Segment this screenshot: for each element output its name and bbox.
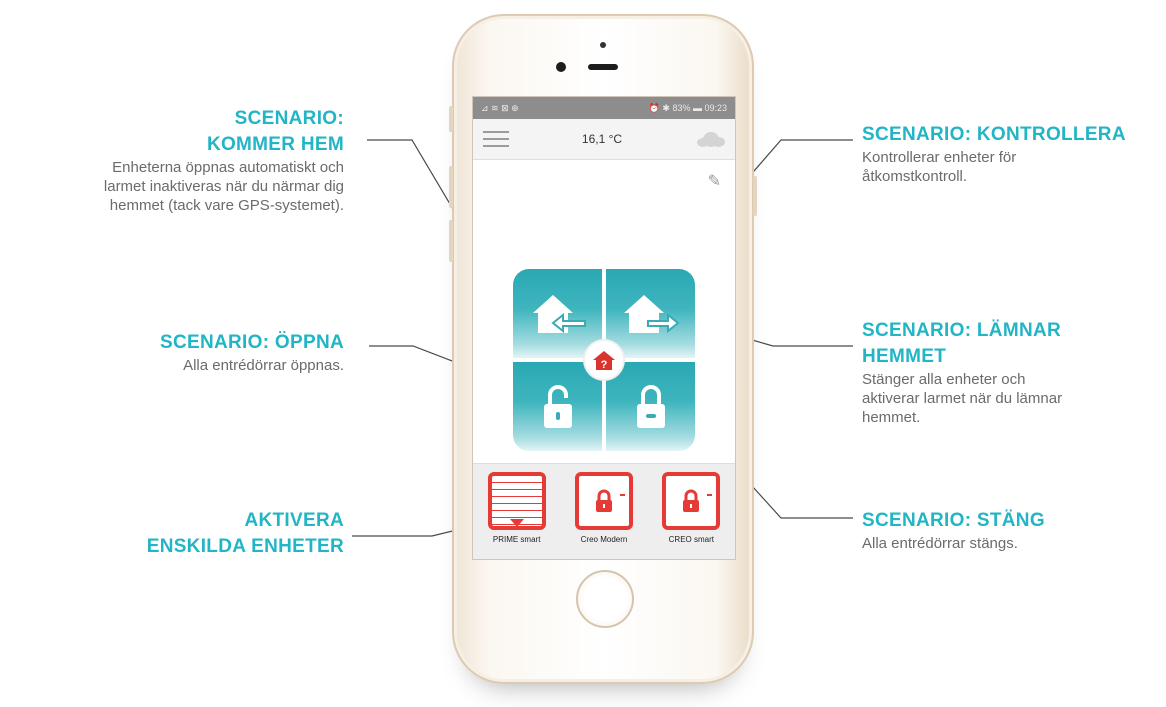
annotation-title: SCENARIO: STÄNG xyxy=(862,510,1045,531)
annotation-text: Enheterna öppnas automatiskt och xyxy=(112,159,344,176)
power-button[interactable] xyxy=(753,176,757,216)
annotation-text: hemmet. xyxy=(862,409,921,426)
annotation-title: SCENARIO: ÖPPNA xyxy=(160,332,344,353)
scenario-tile-open[interactable] xyxy=(513,362,602,451)
annotation-text: Stänger alla enheter och xyxy=(862,371,1026,388)
annotation-title: KOMMER HEM xyxy=(206,134,344,155)
house-arrow-out-icon xyxy=(623,294,680,333)
device-bar: PRIME smart Creo Modern xyxy=(473,463,735,559)
annotation-kontrollera: SCENARIO: KONTROLLERA Kontrollerar enhet… xyxy=(862,122,1162,186)
volume-up-button[interactable] xyxy=(449,106,453,132)
device-label: Creo Modern xyxy=(580,535,628,544)
annotation-title: HEMMET xyxy=(862,346,947,367)
menu-icon[interactable] xyxy=(483,131,509,147)
device-creo-smart[interactable]: CREO smart xyxy=(656,472,726,544)
cloud-weather-icon xyxy=(695,131,725,147)
device-label: CREO smart xyxy=(668,535,714,544)
annotation-text: Kontrollerar enheter för xyxy=(862,149,1017,166)
annotation-lamnar-hemmet: SCENARIO: LÄMNAR HEMMET Stänger alla enh… xyxy=(862,318,1152,427)
annotation-title: ENSKILDA ENHETER xyxy=(146,536,344,557)
app-screen: ⊿ ≋ ⊠ ⊕ ⏰ ✱ 83% ▬ 09:23 16,1 °C ✎ xyxy=(472,96,736,560)
annotation-stang: SCENARIO: STÄNG Alla entrédörrar stängs. xyxy=(862,508,1152,553)
lock-open-icon xyxy=(543,384,572,428)
annotation-text: aktiverar larmet när du lämnar xyxy=(862,390,1063,407)
app-header: 16,1 °C xyxy=(473,119,735,160)
lock-closed-icon xyxy=(636,384,665,428)
door-lock-icon xyxy=(662,472,721,530)
annotation-text: Alla entrédörrar öppnas. xyxy=(183,357,344,374)
scenario-check-button[interactable]: ? xyxy=(585,341,623,379)
scenario-grid: ? xyxy=(513,269,695,451)
center-symbol: ? xyxy=(601,359,608,371)
scenario-tile-leaving-home[interactable] xyxy=(606,269,695,358)
status-icons-right: ⏰ ✱ 83% ▬ 09:23 xyxy=(648,102,727,113)
device-label: PRIME smart xyxy=(492,535,541,544)
door-lock-icon xyxy=(574,472,633,530)
annotation-title: AKTIVERA xyxy=(244,510,344,531)
sensor-dot xyxy=(600,42,606,48)
device-creo-modern[interactable]: Creo Modern xyxy=(569,472,639,544)
annotation-text: åtkomstkontroll. xyxy=(862,168,968,185)
house-arrow-in-icon xyxy=(532,294,586,333)
house-question-icon: ? xyxy=(593,351,615,371)
shutter-gate-icon xyxy=(487,472,546,530)
phone-frame: ⊿ ≋ ⊠ ⊕ ⏰ ✱ 83% ▬ 09:23 16,1 °C ✎ xyxy=(449,14,757,684)
annotation-text: hemmet (tack vare GPS-systemet). xyxy=(109,197,344,214)
annotation-title: SCENARIO: xyxy=(234,108,344,129)
scenario-tile-coming-home[interactable] xyxy=(513,269,602,358)
annotation-oppna: SCENARIO: ÖPPNA Alla entrédörrar öppnas. xyxy=(44,330,344,375)
earpiece-speaker xyxy=(588,64,618,70)
status-icons-left: ⊿ ≋ ⊠ ⊕ xyxy=(481,102,519,113)
status-bar: ⊿ ≋ ⊠ ⊕ ⏰ ✱ 83% ▬ 09:23 xyxy=(473,97,735,119)
home-button[interactable] xyxy=(576,570,634,628)
annotation-title: SCENARIO: LÄMNAR xyxy=(862,320,1062,341)
volume-down-button[interactable] xyxy=(449,166,453,208)
annotation-text: larmet inaktiveras när du närmar dig xyxy=(103,178,344,195)
annotation-title: SCENARIO: KONTROLLERA xyxy=(862,124,1126,145)
front-camera-icon xyxy=(556,62,566,72)
annotation-kommer-hem: SCENARIO: KOMMER HEM Enheterna öppnas au… xyxy=(0,106,344,215)
scenario-tile-close[interactable] xyxy=(606,362,695,451)
mute-switch[interactable] xyxy=(449,220,453,262)
annotation-aktivera: AKTIVERA ENSKILDA ENHETER xyxy=(44,508,344,560)
edit-pencil-icon[interactable]: ✎ xyxy=(707,173,721,190)
annotation-text: Alla entrédörrar stängs. xyxy=(862,535,1018,552)
device-prime-smart[interactable]: PRIME smart xyxy=(482,472,552,544)
temperature-readout: 16,1 °C xyxy=(581,132,623,146)
